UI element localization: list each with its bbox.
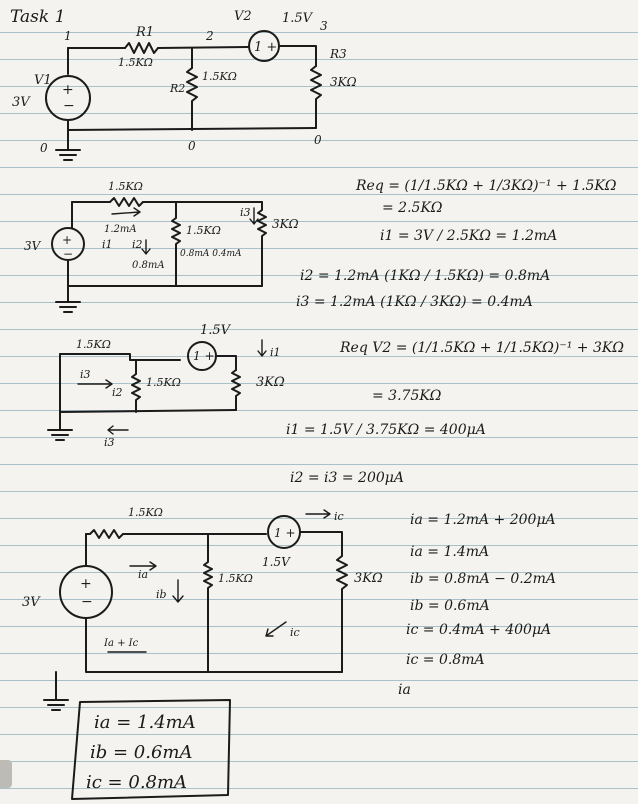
r2-name: R2 [169, 82, 185, 95]
c4-top-res: 1.5KΩ [128, 506, 163, 519]
calc3-line-1: ia = 1.2mA + 200μA [410, 512, 556, 528]
calc3-line-5: ic = 0.4mA + 400μA [406, 622, 551, 638]
circuit-1: + − 1 + V1 3V V2 1.5V R1 1.5KΩ R2 1.5KΩ … [12, 9, 357, 161]
c3-src-polarity: 1 + [193, 349, 215, 363]
calc3-line-7: ia [398, 682, 411, 698]
calc1-line-5: i3 = 1.2mA (1KΩ / 3KΩ) = 0.4mA [296, 294, 533, 310]
c4-right-res: 3KΩ [354, 571, 383, 586]
c4-ic-top: ic [334, 510, 344, 523]
r2-value: 1.5KΩ [202, 70, 237, 83]
c2-current-values: 0.8mA 0.4mA [180, 249, 242, 259]
ground-label-2: 0 [188, 139, 196, 153]
c2-left-res: 1.5KΩ [108, 180, 143, 193]
calc-1: Req = (1/1.5KΩ + 1/3KΩ)⁻¹ + 1.5KΩ = 2.5K… [296, 178, 617, 310]
v1-value: 3V [12, 95, 31, 110]
v2-value: 1.5V [282, 11, 314, 26]
answer-line-1: ia = 1.4mA [94, 712, 196, 733]
c4-left-src-plus: + [80, 576, 92, 592]
c3-i2: i2 [112, 386, 123, 399]
c3-right-res: 3KΩ [256, 375, 285, 390]
c2-note: 0.8mA [132, 260, 165, 271]
v2-name: V2 [234, 9, 252, 24]
calc1-line-1: Req = (1/1.5KΩ + 1/3KΩ)⁻¹ + 1.5KΩ [355, 178, 617, 194]
v1-plus: + [62, 82, 74, 98]
c3-src: 1.5V [200, 323, 232, 338]
c3-mid-res: 1.5KΩ [146, 376, 181, 389]
c4-ia: ia [138, 568, 148, 581]
v1-name: V1 [34, 73, 52, 88]
c2-src-plus: + [62, 233, 72, 247]
v1-minus: − [63, 98, 75, 114]
r1-name: R1 [135, 25, 154, 40]
answer-line-2: ib = 0.6mA [90, 742, 193, 763]
r1-value: 1.5KΩ [118, 56, 153, 69]
node-2-label: 2 [205, 29, 214, 43]
node-3-label: 3 [320, 19, 328, 33]
circuit-3: 1 + 1.5KΩ 1.5V i1 i3 i2 1.5KΩ 3KΩ i3 [47, 323, 285, 449]
task-title: Task 1 [10, 7, 65, 27]
c4-note: Ia + Ic [103, 638, 139, 649]
c3-i1: i1 [270, 346, 281, 359]
calc-2: Req V2 = (1/1.5KΩ + 1/1.5KΩ)⁻¹ + 3KΩ = 3… [286, 340, 624, 486]
calc2-line-4: i2 = i3 = 200μA [290, 470, 404, 486]
c2-right-res: 3KΩ [272, 217, 299, 231]
r3-value: 3KΩ [330, 75, 357, 89]
ground-label-3: 0 [314, 133, 322, 147]
c2-i1: i1 [102, 238, 113, 251]
c3-ground-current: i3 [104, 436, 115, 449]
calc3-line-3: ib = 0.8mA − 0.2mA [410, 571, 556, 587]
c2-src-minus: − [63, 247, 73, 261]
calc2-line-2: = 3.75KΩ [372, 388, 442, 404]
calc2-line-3: i1 = 1.5V / 3.75KΩ = 400μA [286, 422, 486, 438]
ground-label-1: 0 [40, 141, 48, 155]
circuit-4: + − 1 + 1.5KΩ ic 3V ia ib 1.5KΩ 1.5V 3KΩ… [22, 506, 383, 711]
calc-3: ia = 1.2mA + 200μA ia = 1.4mA ib = 0.8mA… [398, 512, 556, 698]
c4-mid-res: 1.5KΩ [218, 572, 253, 585]
c4-ib: ib [156, 588, 167, 601]
answer-box: ia = 1.4mA ib = 0.6mA ic = 0.8mA [71, 699, 231, 800]
page-edge-tab [0, 760, 12, 788]
c3-i3: i3 [80, 368, 91, 381]
c4-ic-loop: ic [290, 626, 300, 639]
circuit-2: + − 1.5KΩ 3V 1.2mA i1 i2 1.5KΩ i3 3KΩ 0.… [24, 180, 299, 313]
c4-right-src: 1.5V [262, 555, 291, 569]
c4-left-src: 3V [22, 595, 41, 610]
c4-right-src-polarity: 1 + [274, 526, 296, 540]
c3-left-res: 1.5KΩ [76, 338, 111, 351]
c2-i-label: 1.2mA [104, 224, 137, 235]
calc2-line-1: Req V2 = (1/1.5KΩ + 1/1.5KΩ)⁻¹ + 3KΩ [339, 340, 624, 356]
calc1-line-4: i2 = 1.2mA (1KΩ / 1.5KΩ) = 0.8mA [300, 268, 550, 284]
calc1-line-2: = 2.5KΩ [382, 200, 443, 216]
r3-name: R3 [329, 47, 347, 61]
v2-polarity: 1 + [254, 40, 277, 55]
c2-i2: i2 [132, 238, 143, 251]
node-1-label: 1 [64, 29, 72, 43]
c2-i3: i3 [240, 206, 251, 219]
calc3-line-6: ic = 0.8mA [406, 652, 485, 668]
c2-mid-res: 1.5KΩ [186, 224, 221, 237]
c4-left-src-minus: − [81, 594, 93, 610]
calc1-line-3: i1 = 3V / 2.5KΩ = 1.2mA [380, 228, 557, 244]
c2-src: 3V [24, 239, 42, 253]
calc3-line-2: ia = 1.4mA [410, 544, 489, 560]
answer-line-3: ic = 0.8mA [86, 772, 187, 793]
calc3-line-4: ib = 0.6mA [410, 598, 490, 614]
